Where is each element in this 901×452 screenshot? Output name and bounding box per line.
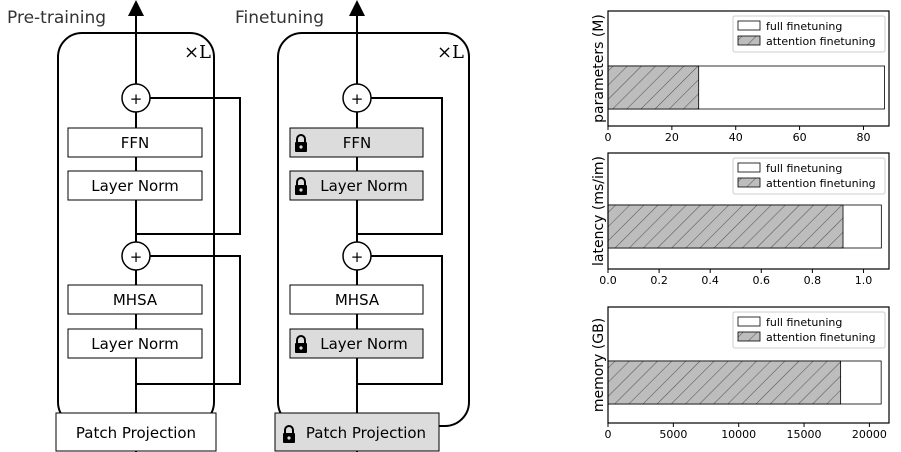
finetuning-mhsa-box: [289, 284, 424, 315]
finetuning-mhsa-label: MHSA: [335, 291, 380, 309]
finetuning-block: [277, 32, 470, 427]
x-tick-label: 0.6: [753, 274, 771, 287]
pretraining-norm-top-box: [67, 170, 203, 201]
legend-label: full finetuning: [766, 316, 842, 329]
finetuning-norm-top-label: Layer Norm: [320, 177, 408, 195]
finetuning-ffn-label: FFN: [343, 134, 371, 152]
finetuning-norm-top-box: [289, 170, 424, 201]
legend-box: [732, 311, 886, 349]
chart-3: 0 5000 10000 15000 20000 memory (GB) full fine…: [591, 306, 890, 441]
x-tick-label: 0.2: [650, 274, 668, 287]
pretraining-norm-bottom-box: [67, 328, 203, 359]
chart-1: 0 20 40 60 80 parameters (M) full finetuning at…: [591, 10, 890, 144]
x-tick-label: 40: [729, 131, 743, 144]
pretraining-mhsa-box: [67, 284, 203, 315]
pretraining-residual-1: [136, 255, 241, 385]
x-tick-label: 20: [665, 131, 679, 144]
finetuning-add-2: [342, 83, 372, 113]
x-tick-label: 0.8: [804, 274, 822, 287]
x-tick-label: 1.0: [855, 274, 873, 287]
attention-finetuning-bar: [607, 360, 842, 405]
attention-finetuning-bar: [607, 204, 844, 249]
charts: 0 20 40 60 80 parameters (M) full finetuning at…: [591, 10, 890, 441]
legend: full finetuning attention finetuning: [732, 311, 886, 349]
finetuning-norm-bottom-label: Layer Norm: [320, 335, 408, 353]
pretraining-repeat-label: ×L: [184, 42, 211, 63]
legend-box: [732, 157, 886, 195]
finetuning-ffn-box: [289, 127, 424, 158]
pretraining-header: Pre-training: [7, 8, 106, 28]
legend-swatch: [737, 20, 761, 31]
legend-label: attention finetuning: [766, 177, 876, 190]
plot-frame: [607, 152, 890, 270]
finetuning-diagram: Finetuning ×L + + FFN Layer Norm MHSA La…: [235, 0, 470, 452]
plus-label: +: [351, 90, 364, 108]
x-tick-label: 20000: [852, 428, 887, 441]
pretraining-residual-2: [136, 97, 241, 235]
plus-label: +: [351, 248, 364, 266]
y-axis-label: memory (GB): [591, 318, 607, 412]
finetuning-patch-label: Patch Projection: [306, 424, 426, 442]
legend: full finetuning attention finetuning: [732, 157, 886, 195]
finetuning-residual-1: [357, 255, 443, 385]
x-tick-label: 0: [605, 131, 612, 144]
x-tick-label: 10000: [721, 428, 756, 441]
pretraining-norm-bottom-label: Layer Norm: [91, 335, 179, 353]
finetuning-residual-2: [357, 97, 443, 235]
legend-swatch: [737, 162, 761, 173]
pretraining-patch-box: [55, 412, 217, 452]
pretraining-mhsa-label: MHSA: [113, 291, 158, 309]
finetuning-add-1: [342, 241, 372, 271]
x-tick-label: 80: [856, 131, 870, 144]
plot-frame: [607, 306, 890, 424]
x-tick-label: 60: [793, 131, 807, 144]
x-tick-label: 0.0: [599, 274, 617, 287]
chart-2: 0.0 0.2 0.4 0.6 0.8 1.0 latency (ms/im) full fi…: [591, 152, 890, 287]
pretraining-ffn-label: FFN: [121, 134, 149, 152]
legend-swatch: [737, 177, 761, 188]
legend-label: full finetuning: [766, 20, 842, 33]
pretraining-add-2: [121, 83, 151, 113]
finetuning-norm-bottom-box: [289, 328, 424, 359]
legend-swatch: [737, 35, 761, 46]
finetuning-header: Finetuning: [235, 8, 324, 28]
legend-label: attention finetuning: [766, 331, 876, 344]
x-tick-label: 0: [605, 428, 612, 441]
pretraining-patch-label: Patch Projection: [76, 424, 196, 442]
x-tick-label: 0.4: [701, 274, 719, 287]
pretraining-ffn-box: [67, 127, 203, 158]
pretraining-norm-top-label: Layer Norm: [91, 177, 179, 195]
y-axis-label: latency (ms/im): [591, 156, 607, 266]
pretraining-add-1: [121, 241, 151, 271]
finetuning-patch-box: [274, 412, 440, 452]
plus-label: +: [130, 90, 143, 108]
x-tick-label: 15000: [787, 428, 822, 441]
legend: full finetuning attention finetuning: [732, 15, 886, 53]
pretraining-diagram: Pre-training ×L + + FFN Layer Norm MHSA …: [7, 0, 241, 452]
plus-label: +: [130, 248, 143, 266]
legend-label: full finetuning: [766, 162, 842, 175]
attention-finetuning-bar: [607, 65, 700, 110]
legend-swatch: [737, 316, 761, 327]
legend-label: attention finetuning: [766, 35, 876, 48]
plot-frame: [607, 10, 890, 127]
x-tick-label: 5000: [659, 428, 687, 441]
finetuning-repeat-label: ×L: [437, 42, 464, 63]
legend-box: [732, 15, 886, 53]
legend-swatch: [737, 331, 761, 342]
y-axis-label: parameters (M): [591, 14, 607, 123]
